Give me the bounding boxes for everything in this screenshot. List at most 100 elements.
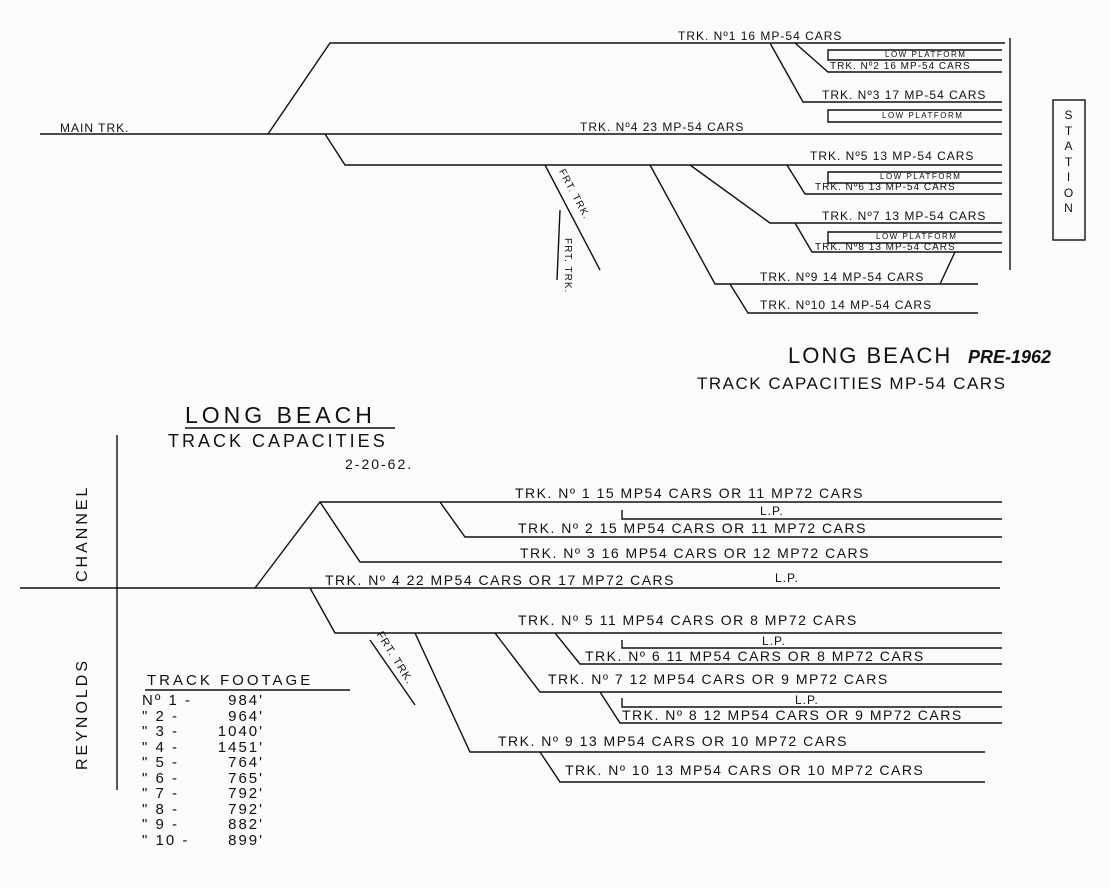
freight-track-label-2: FRT. TRK. [562,238,573,294]
footage-value: 899' [228,831,264,849]
track-7-line [494,632,1002,693]
footage-track-no: " 5 - [142,754,179,771]
footage-table: Nº 1 - 984' " 2 - 964' " 3 - 1040' " 4 - 145… [142,693,264,848]
footage-track-no: " 3 - [142,723,179,740]
pre-track-2-label: TRK. Nº2 16 MP-54 CARS [830,61,971,72]
track-8-line [794,222,1002,253]
post-track-8-label: TRK. Nº 8 12 MP54 CARS OR 9 MP72 CARS [622,707,963,723]
channel-street-label: CHANNEL [74,484,91,582]
crossover-line [939,251,956,285]
track-9-line [649,164,978,285]
footage-row: " 6 - 765' [142,769,264,787]
footage-value: 882' [228,816,264,833]
freight-track-line-2 [556,209,561,281]
low-platform-label: LOW PLATFORM [882,111,964,120]
pre-track-7-label: TRK. Nº7 13 MP-54 CARS [822,209,987,223]
track-3-line [769,42,1002,103]
pre-track-3-label: TRK. Nº3 17 MP-54 CARS [822,88,987,102]
pre-track-1-label: TRK. Nº1 16 MP-54 CARS [678,29,843,43]
footage-track-no: " 7 - [142,785,179,802]
footage-track-no: Nº 1 - [142,692,192,709]
track-8-line [599,691,1002,724]
pre1962-tracks [40,38,1086,314]
footage-row: " 3 - 1040' [142,724,264,740]
low-platform-label: LOW PLATFORM [880,172,962,181]
main-track-label: MAIN TRK. [60,121,130,135]
footage-track-no: " 6 - [142,769,179,787]
footage-value: 764' [228,754,264,771]
pre-track-6-label: TRK. Nº6 13 MP-54 CARS [815,182,956,193]
lp-box-1 [621,510,1002,520]
pre1962-title: LONG BEACH [788,343,953,368]
footage-track-no: " 8 - [142,800,179,818]
footage-row: " 7 - 792' [142,786,264,802]
post-track-4-label: TRK. Nº 4 22 MP54 CARS OR 17 MP72 CARS [325,572,675,588]
footage-row: " 8 - 792' [142,800,264,818]
post-track-9-label: TRK. Nº 9 13 MP54 CARS OR 10 MP72 CARS [498,733,848,749]
footage-track-no: " 10 - [142,831,190,849]
track-3-line [319,501,1002,563]
footage-track-no: " 9 - [142,816,179,833]
post-track-2-label: TRK. Nº 2 15 MP54 CARS OR 11 MP72 CARS [518,520,867,536]
track-10-line [729,283,978,314]
post-track-10-label: TRK. Nº 10 13 MP54 CARS OR 10 MP72 CARS [565,762,925,778]
low-platform-3 [827,171,1002,184]
freight-track-line [369,639,416,706]
lp-label: L.P. [795,693,819,707]
pre1962-tag: PRE-1962 [968,347,1052,367]
footage-title: TRACK FOOTAGE [147,672,314,689]
post1962-tracks [20,427,1002,790]
footage-value: 765' [228,769,264,787]
footage-row: " 2 - 964' [142,707,264,725]
track-10-line [539,751,985,783]
post-track-7-label: TRK. Nº 7 12 MP54 CARS OR 9 MP72 CARS [548,671,889,687]
pre1962-subtitle: TRACK CAPACITIES MP-54 CARS [697,374,1007,393]
low-platform-label: LOW PLATFORM [885,50,967,59]
footage-value: 1040' [217,723,264,740]
track-5-line [309,587,1002,634]
post-track-3-label: TRK. Nº 3 16 MP54 CARS OR 12 MP72 CARS [520,545,870,561]
footage-value: 792' [228,800,264,818]
footage-value: 964' [228,707,264,725]
track-7-line [689,164,1002,224]
reynolds-street-label: REYNOLDS [74,657,91,770]
lp-label: L.P. [775,571,799,585]
freight-track-line [544,164,601,271]
lp-box-2 [621,640,1002,649]
footage-value: 984' [228,692,264,709]
lp-box-3 [621,698,1002,708]
pre-track-4-label: TRK. Nº4 23 MP-54 CARS [580,120,745,134]
post-track-1-label: TRK. Nº 1 15 MP54 CARS OR 11 MP72 CARS [515,485,864,501]
post1962-date: 2-20-62. [345,456,414,472]
footage-row: " 9 - 882' [142,817,264,833]
pre-track-10-label: TRK. Nº10 14 MP-54 CARS [760,298,933,312]
lp-label: L.P. [760,504,784,518]
footage-row: " 10 - 899' [142,831,264,849]
track-6-line [554,632,1002,665]
station-label: STATION [1063,108,1075,215]
footage-track-no: " 4 - [142,738,179,756]
footage-row: Nº 1 - 984' [142,693,264,709]
track-9-line [414,632,985,753]
footage-row: " 5 - 764' [142,755,264,771]
low-platform-2 [827,109,1002,123]
pre-track-5-label: TRK. Nº5 13 MP-54 CARS [810,149,975,163]
post-track-5-label: TRK. Nº 5 11 MP54 CARS OR 8 MP72 CARS [518,612,858,628]
track-2-line [439,501,1002,538]
low-platform-label: LOW PLATFORM [876,232,958,241]
track-1-line [267,42,1005,135]
track-6-line [786,164,1002,195]
footage-value: 1451' [217,738,264,756]
pre-track-8-label: TRK. Nº8 13 MP-54 CARS [815,242,956,253]
station-box [1052,99,1086,241]
footage-track-no: " 2 - [142,707,179,725]
footage-row: " 4 - 1451' [142,738,264,756]
low-platform-1 [827,49,1002,61]
footage-value: 792' [228,785,264,802]
lp-label: L.P. [762,634,786,648]
post-track-6-label: TRK. Nº 6 11 MP54 CARS OR 8 MP72 CARS [585,648,925,664]
post1962-title: LONG BEACH [185,402,376,428]
post1962-subtitle: TRACK CAPACITIES [168,431,388,451]
